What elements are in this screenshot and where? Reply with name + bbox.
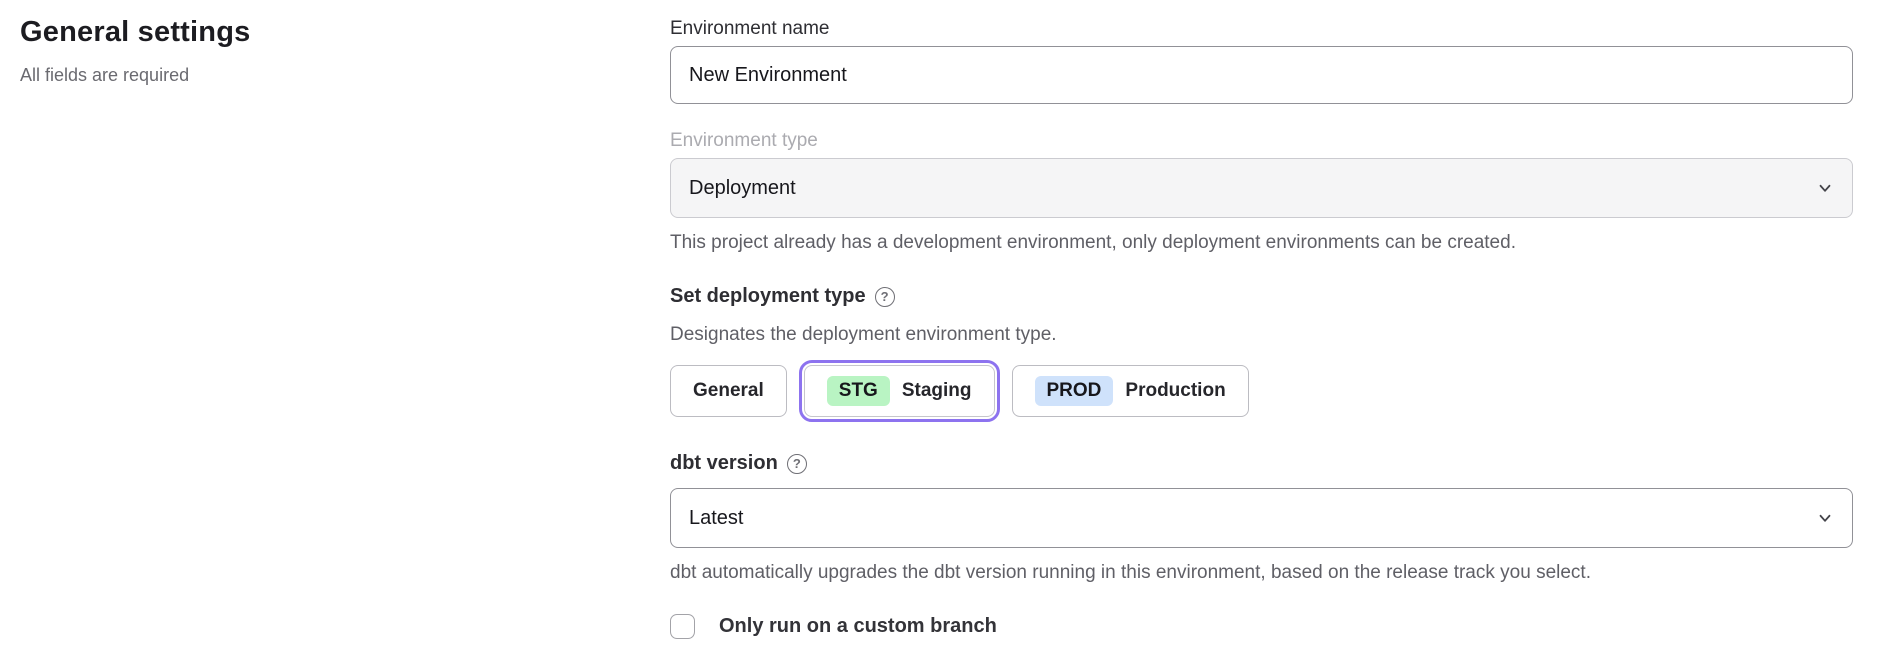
dbt-version-helper: dbt automatically upgrades the dbt versi… xyxy=(670,562,1591,583)
dbt-version-heading: dbt version ? xyxy=(670,452,1853,475)
deployment-type-title: Set deployment type xyxy=(670,285,866,307)
environment-type-value: Deployment xyxy=(689,176,796,199)
staging-badge: STG xyxy=(826,376,890,406)
page-title: General settings xyxy=(20,16,251,48)
dbt-version-select[interactable]: Latest xyxy=(670,488,1853,548)
settings-header: General settings All fields are required xyxy=(20,16,540,86)
deployment-type-staging-button[interactable]: STG Staging xyxy=(803,365,995,417)
chevron-down-icon xyxy=(1816,509,1834,527)
deployment-type-options: General STG Staging PROD Production xyxy=(670,360,1853,422)
dbt-version-value: Latest xyxy=(689,506,744,529)
custom-branch-row: Only run on a custom branch xyxy=(670,614,1853,639)
chevron-down-icon xyxy=(1816,179,1834,197)
environment-name-input[interactable] xyxy=(670,46,1853,104)
page-subtitle: All fields are required xyxy=(20,65,190,85)
deployment-type-heading: Set deployment type ? xyxy=(670,285,1853,308)
environment-type-select: Deployment xyxy=(670,158,1853,218)
environment-type-helper: This project already has a development e… xyxy=(670,232,1516,253)
help-circle-icon[interactable]: ? xyxy=(874,286,895,307)
deployment-type-general-label: General xyxy=(693,380,764,401)
dbt-version-title: dbt version xyxy=(670,452,778,474)
deployment-type-production-button[interactable]: PROD Production xyxy=(1011,365,1249,417)
environment-settings-form: Environment name Environment type Deploy… xyxy=(670,18,1853,639)
environment-type-label: Environment type xyxy=(670,130,818,151)
deployment-type-general-button[interactable]: General xyxy=(670,365,787,417)
selected-option-ring: STG Staging xyxy=(798,360,1000,422)
deployment-type-staging-label: Staging xyxy=(901,380,972,401)
environment-name-label: Environment name xyxy=(670,18,830,39)
custom-branch-checkbox[interactable] xyxy=(670,614,695,639)
help-circle-icon[interactable]: ? xyxy=(786,453,807,474)
deployment-type-helper: Designates the deployment environment ty… xyxy=(670,324,1057,345)
custom-branch-label[interactable]: Only run on a custom branch xyxy=(719,615,997,637)
production-badge: PROD xyxy=(1034,376,1114,406)
deployment-type-production-label: Production xyxy=(1125,380,1226,401)
